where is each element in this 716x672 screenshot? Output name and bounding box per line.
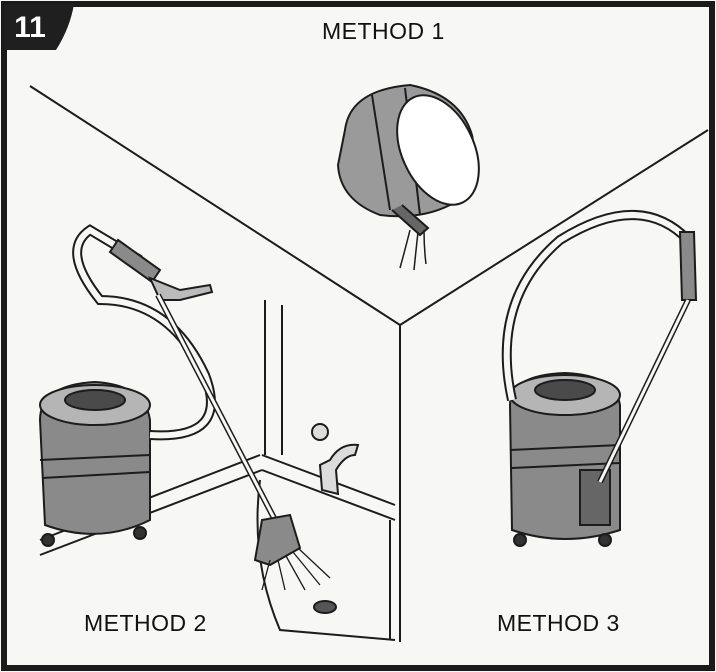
floor-tool [253,513,302,567]
method-2-wand [108,238,331,591]
method-3-hose [501,210,692,402]
method-3-label: METHOD 3 [497,610,620,636]
method-2-vacuum [38,380,151,547]
method-1-label: METHOD 1 [322,18,445,44]
faucet-spout [318,443,360,496]
room-lines [29,85,709,642]
method-2-label: METHOD 2 [84,610,207,636]
right-ceiling-edge [399,129,709,326]
faucet [311,423,360,614]
faucet-handle [311,423,329,441]
step-number: 11 [14,11,46,44]
method-3-vacuum [508,371,621,547]
drain [313,600,337,614]
method-1-tank [336,83,480,271]
step-badge [4,4,74,50]
method-3-wand [597,231,698,484]
left-ceiling-edge [29,85,401,326]
